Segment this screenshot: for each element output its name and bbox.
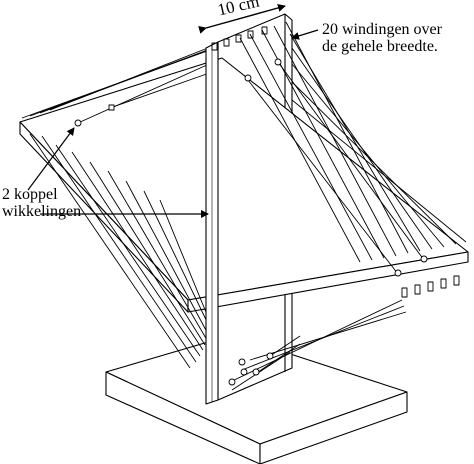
turns-label-line2: de gehele breedte. — [322, 38, 438, 55]
turns-pointer-arrow — [291, 29, 319, 40]
left-windings — [21, 43, 219, 369]
right-windings — [239, 21, 467, 275]
coupling-label-line1: 2 koppel — [2, 186, 58, 203]
base-block — [105, 334, 408, 464]
base-coupling-windings — [229, 299, 407, 391]
coupling-label-line2: wikkelingen — [2, 203, 82, 220]
coupling-label: 2 koppel wikkelingen — [2, 186, 81, 220]
turns-label-line1: 20 windingen over — [322, 21, 442, 38]
terminal-studs — [74, 58, 428, 386]
width-dimension-arrow — [198, 4, 286, 34]
turns-label: 20 windingen over de gehele breedte. — [322, 21, 442, 55]
front-post — [205, 41, 219, 405]
coupling-pointer-arrow — [27, 127, 75, 191]
